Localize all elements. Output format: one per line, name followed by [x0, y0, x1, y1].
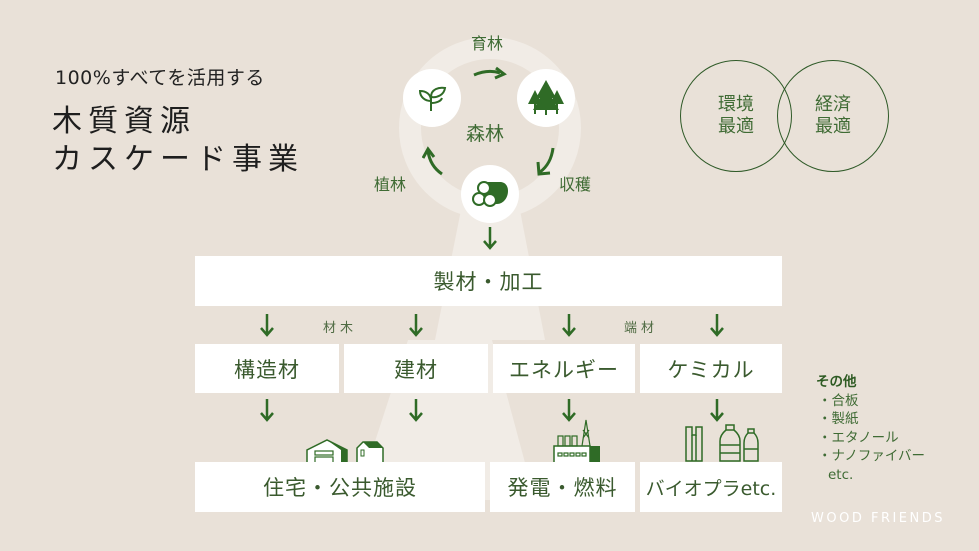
arrow-down-icon	[710, 399, 724, 422]
arrow-down-icon	[562, 314, 576, 337]
venn-left-line2: 最適	[718, 116, 754, 137]
use-building-material: 建材	[344, 344, 488, 393]
cycle-label-shokurin: 植林	[374, 175, 407, 194]
power-plant-icon	[553, 419, 600, 464]
use-energy: エネルギー	[493, 344, 635, 393]
venn-left-line1: 環境	[718, 94, 754, 115]
houses-icon	[306, 439, 384, 464]
venn-right-line1: 経済	[815, 94, 851, 115]
others-item: ・合板	[818, 392, 859, 409]
brand-logo: WOOD FRIENDS	[811, 511, 946, 526]
others-item: ・ナノファイバー	[818, 448, 926, 464]
venn-right-line2: 最適	[815, 116, 851, 137]
title-line-2: カスケード事業	[52, 142, 304, 177]
processing-box: 製材・加工	[195, 256, 782, 306]
subtitle: 100%すべてを活用する	[55, 67, 265, 89]
branch-label-lumber: 材木	[323, 321, 358, 336]
others-tail: etc.	[828, 466, 854, 483]
arrow-down-icon	[409, 314, 423, 337]
outcome-bioplastics: バイオプラetc.	[640, 462, 782, 512]
use-chemical: ケミカル	[640, 344, 782, 393]
arrow-curve-down-icon	[536, 147, 555, 176]
branch-label-offcut: 端材	[624, 321, 659, 336]
page-title: 木質資源 カスケード事業	[52, 103, 304, 179]
others-heading: その他	[816, 374, 857, 390]
forest-icon	[517, 69, 575, 127]
others-item: ・製紙	[818, 411, 859, 427]
title-line-1: 木質資源	[52, 104, 196, 139]
sprout-icon	[403, 69, 461, 127]
plastic-bottles-icon	[685, 424, 759, 462]
arrow-down-icon	[710, 314, 724, 337]
outcome-housing: 住宅・公共施設	[195, 462, 485, 512]
arrow-down-icon	[562, 399, 576, 422]
use-structural: 構造材	[195, 344, 339, 393]
others-list: その他 ・合板 ・製紙 ・エタノール ・ナノファイバー etc.	[816, 373, 925, 484]
arrow-down-icon	[260, 314, 274, 337]
logs-icon	[461, 165, 519, 223]
outcome-power: 発電・燃料	[490, 462, 635, 512]
venn-environment: 環境最適	[680, 60, 792, 172]
arrow-right-icon	[473, 66, 507, 80]
venn-economy: 経済最適	[777, 60, 889, 172]
cycle-label-shukaku: 収穫	[559, 175, 592, 194]
others-item: ・エタノール	[818, 429, 899, 446]
cycle-center-label: 森林	[466, 123, 505, 145]
arrow-curve-up-icon	[422, 146, 443, 176]
arrow-down-icon	[483, 227, 497, 250]
cycle-label-ikurin: 育林	[471, 34, 504, 53]
arrow-down-icon	[260, 399, 274, 422]
arrow-down-icon	[409, 399, 423, 422]
